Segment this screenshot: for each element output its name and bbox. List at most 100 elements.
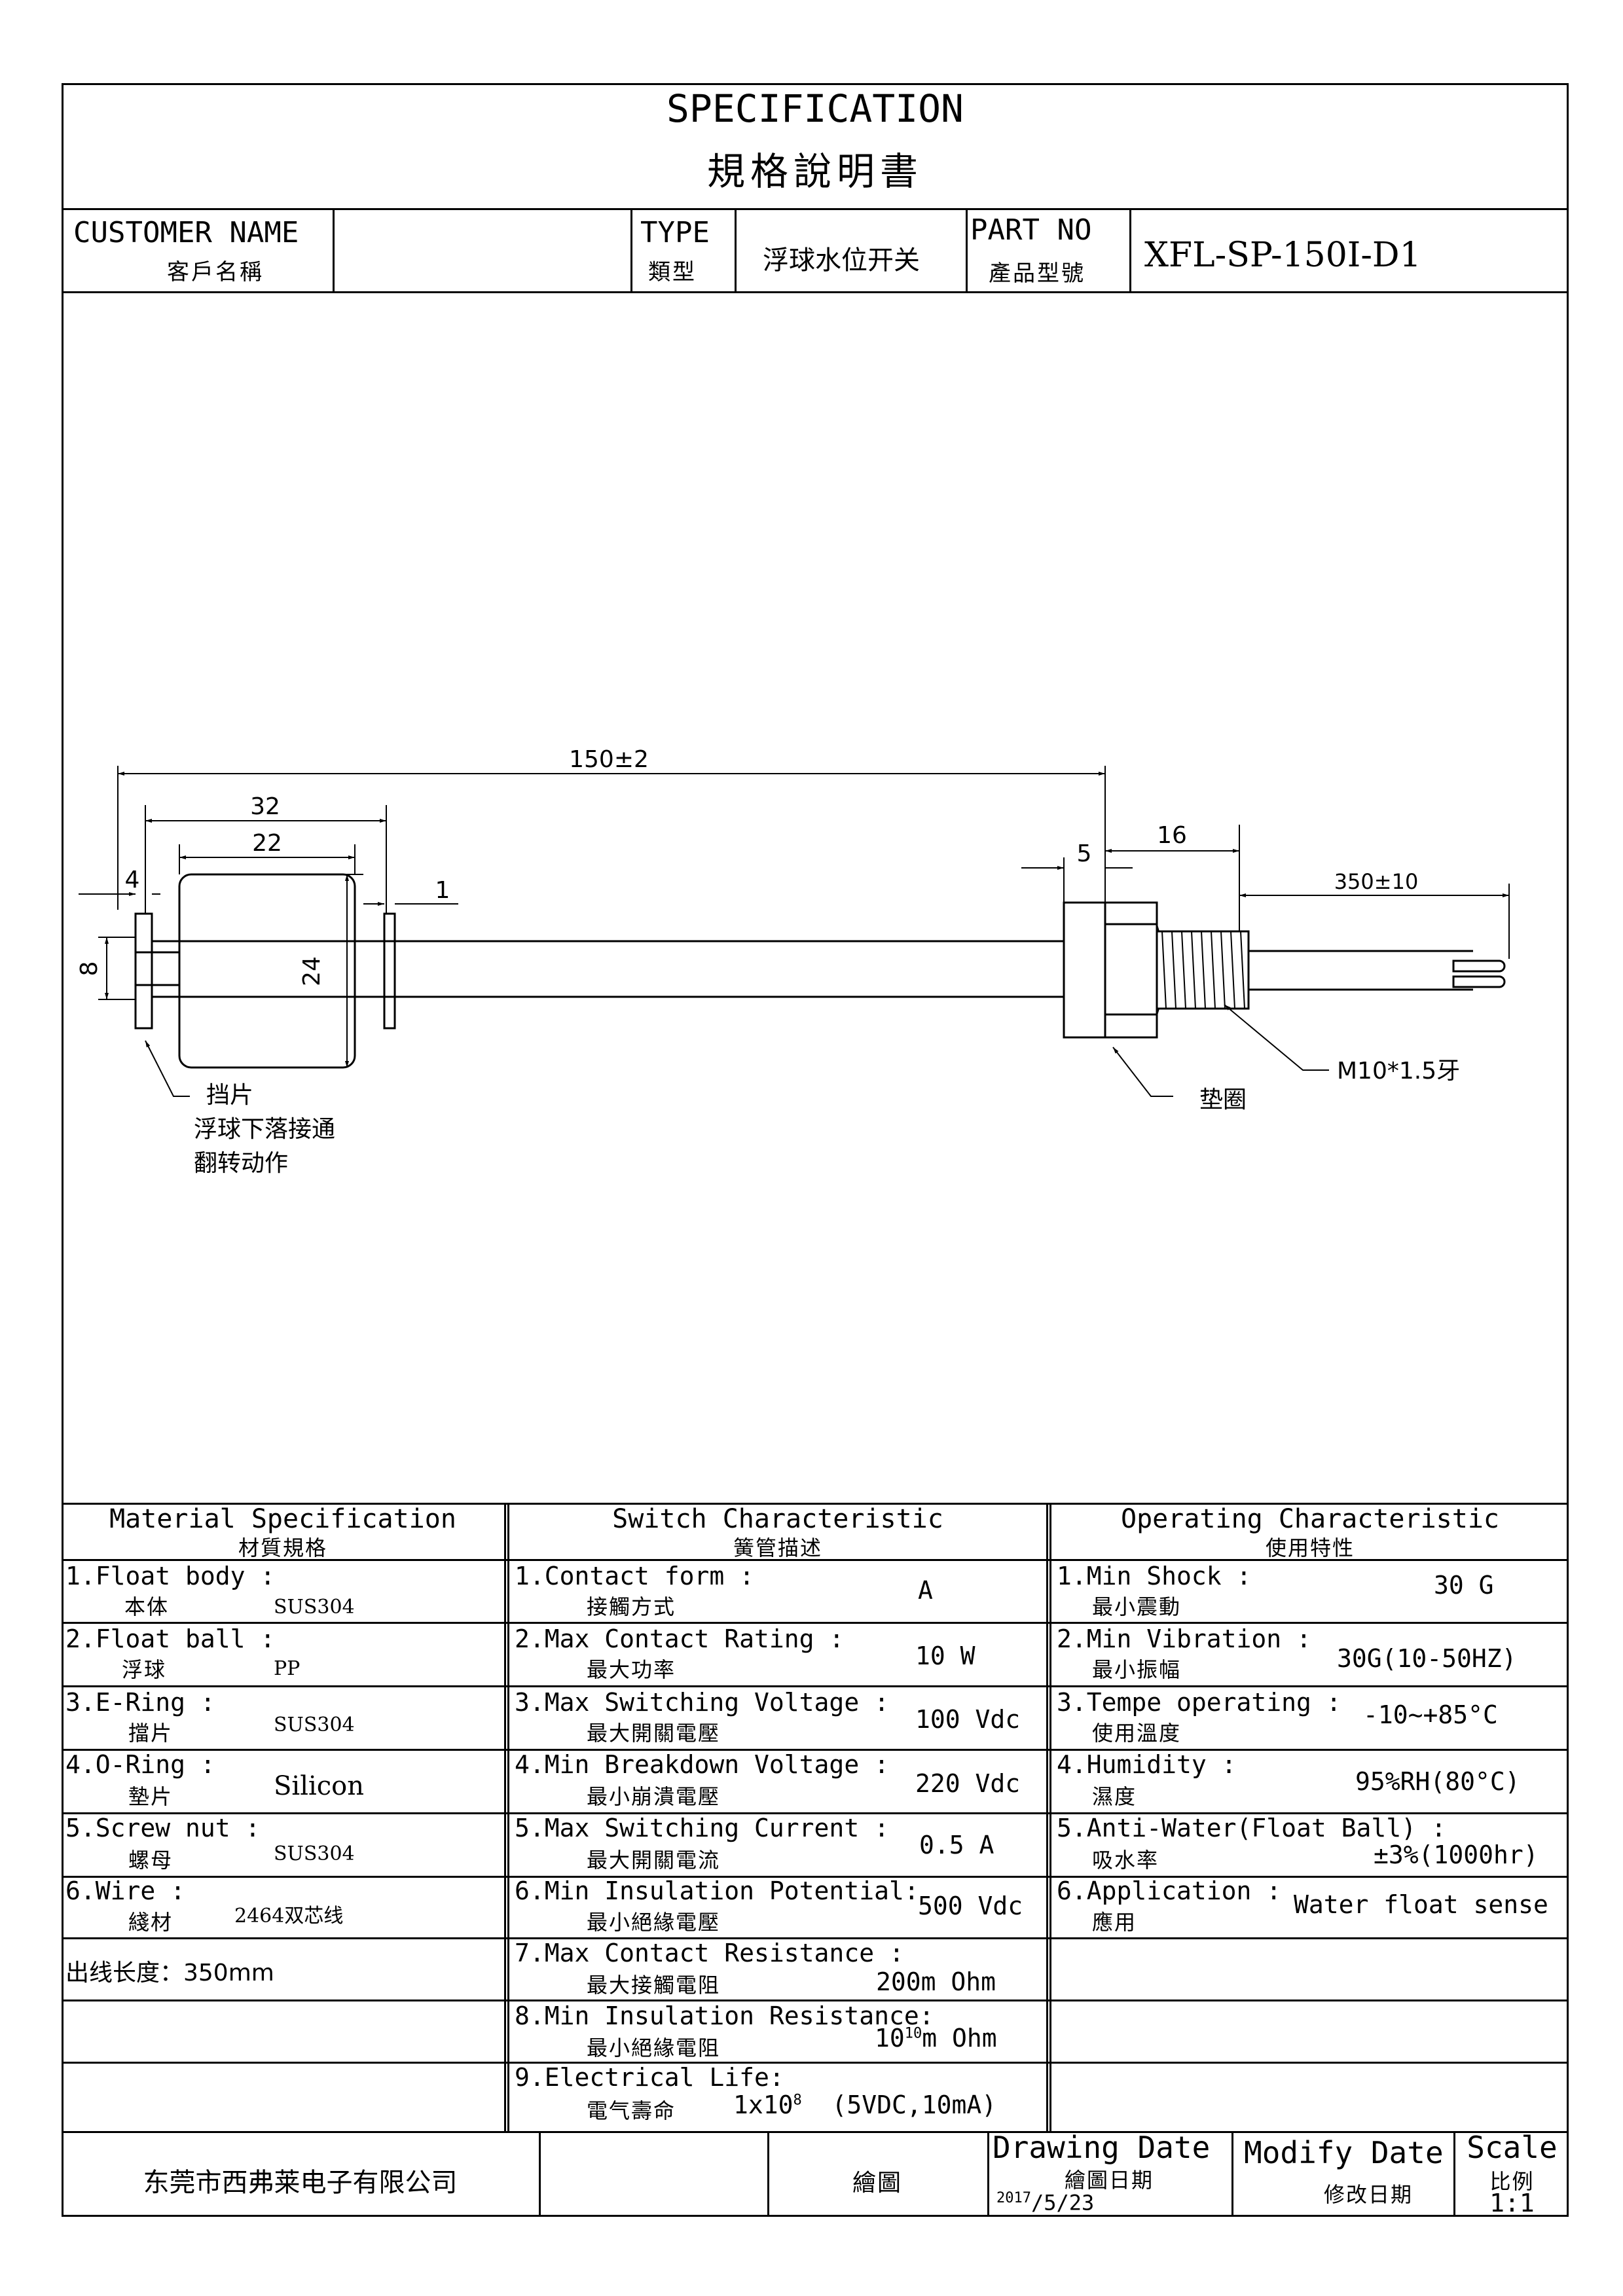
operating-row-value: -10~+85°C bbox=[1363, 1700, 1498, 1729]
dim-1-label: 1 bbox=[435, 877, 450, 904]
header-divider bbox=[1129, 208, 1131, 291]
material-row-value: SUS304 bbox=[274, 1842, 355, 1865]
header-divider bbox=[333, 208, 335, 291]
operating-row-label: 5.Anti-Water(Float Ball) : bbox=[1057, 1814, 1446, 1842]
spec-table-top bbox=[62, 1503, 1569, 1505]
scale-value: 1:1 bbox=[1489, 2189, 1535, 2217]
switch-row-label-zh: 最大接觸電阻 bbox=[587, 1973, 721, 1998]
e-ring-note-1: 浮球下落接通 bbox=[194, 1116, 335, 1143]
title-en: SPECIFICATION bbox=[666, 86, 964, 131]
material-row-label: 3.E-Ring : bbox=[65, 1688, 215, 1717]
operating-row-label-zh: 吸水率 bbox=[1092, 1848, 1159, 1873]
switch-row-label-zh: 最大開關電流 bbox=[587, 1848, 721, 1873]
thread-label: M10*1.5牙 bbox=[1337, 1058, 1460, 1085]
material-row-label-zh: 墊片 bbox=[128, 1784, 173, 1809]
switch-row-label-zh: 最小絕緣電壓 bbox=[587, 1910, 721, 1935]
dim-wire-label: 350±10 bbox=[1334, 869, 1419, 894]
operating-row-value: 30 G bbox=[1434, 1571, 1494, 1600]
switch-heading-zh: 簧管描述 bbox=[733, 1535, 822, 1560]
switch-row-value: 10 W bbox=[915, 1641, 976, 1670]
scale-label: Scale bbox=[1467, 2130, 1558, 2165]
switch-row-label-zh: 電气壽命 bbox=[587, 2098, 676, 2123]
operating-row-label-zh: 應用 bbox=[1092, 1910, 1137, 1935]
operating-row-value: 30G(10-50HZ) bbox=[1337, 1644, 1517, 1673]
dim-4-label: 4 bbox=[125, 867, 140, 893]
type-label: TYPE bbox=[640, 216, 710, 249]
switch-heading: Switch Characteristic bbox=[612, 1504, 943, 1534]
switch-row-label: 2.Max Contact Rating : bbox=[515, 1624, 845, 1653]
material-row-label: 5.Screw nut : bbox=[65, 1814, 261, 1842]
wire-length: 出线长度：350mm bbox=[65, 1960, 274, 1986]
header-divider bbox=[966, 208, 968, 291]
switch-row-label: 3.Max Switching Voltage : bbox=[515, 1688, 889, 1717]
dim-32-label: 32 bbox=[250, 793, 280, 820]
material-row-label: 2.Float ball : bbox=[65, 1624, 276, 1653]
operating-heading-zh: 使用特性 bbox=[1265, 1535, 1355, 1560]
modify-date-label: Modify Date bbox=[1244, 2135, 1444, 2170]
operating-row-label: 3.Tempe operating : bbox=[1057, 1688, 1341, 1717]
dim-5-label: 5 bbox=[1077, 840, 1092, 867]
part-no-label: PART NO bbox=[970, 213, 1092, 247]
switch-row-label: 4.Min Breakdown Voltage : bbox=[515, 1750, 889, 1779]
spec-column-divider bbox=[504, 1503, 509, 2131]
gasket bbox=[1063, 901, 1106, 1039]
spec-column-divider bbox=[1046, 1503, 1051, 2131]
type-label-zh: 類型 bbox=[648, 259, 697, 285]
operating-row-label-zh: 最小震動 bbox=[1092, 1594, 1182, 1619]
switch-row-label-zh: 接觸方式 bbox=[587, 1594, 676, 1619]
dim-22-label: 22 bbox=[252, 830, 282, 857]
gasket-label: 垫圈 bbox=[1199, 1086, 1247, 1113]
title-divider bbox=[62, 208, 1569, 210]
wire-lead-1 bbox=[1452, 960, 1506, 973]
header-divider bbox=[735, 208, 737, 291]
material-row-label-zh: 浮球 bbox=[122, 1657, 167, 1682]
e-ring-label: 挡片 bbox=[206, 1082, 253, 1109]
material-row-label-zh: 擋片 bbox=[128, 1721, 173, 1746]
operating-row-value: 95%RH(80°C) bbox=[1355, 1767, 1520, 1796]
operating-row-value: Water float sense bbox=[1294, 1890, 1548, 1919]
drawing-date-label: Drawing Date bbox=[993, 2130, 1211, 2165]
switch-row-value: A bbox=[918, 1576, 933, 1605]
material-row-value: 2464双芯线 bbox=[234, 1905, 344, 1928]
thread bbox=[1156, 930, 1250, 1010]
part-no-label-zh: 產品型號 bbox=[989, 260, 1085, 287]
dim-24-label: 24 bbox=[299, 956, 325, 986]
switch-row-value: 1010m Ohm bbox=[875, 2024, 997, 2053]
operating-row-label-zh: 最小振幅 bbox=[1092, 1657, 1182, 1682]
switch-row-value: 100 Vdc bbox=[915, 1705, 1021, 1734]
float-ball bbox=[178, 873, 356, 1069]
material-row-value: PP bbox=[274, 1657, 301, 1680]
switch-row-value: 1x108 (5VDC,10mA) bbox=[733, 2090, 997, 2119]
e-ring-note-2: 翻转动作 bbox=[194, 1150, 288, 1177]
operating-row-label-zh: 濕度 bbox=[1092, 1784, 1137, 1809]
operating-row-label: 4.Humidity : bbox=[1057, 1750, 1237, 1779]
type-value: 浮球水位开关 bbox=[763, 245, 920, 276]
material-row-label: 1.Float body : bbox=[65, 1562, 276, 1590]
header-bottom-line bbox=[62, 291, 1569, 293]
gasket-leader bbox=[1112, 1047, 1173, 1097]
dim-8-label: 8 bbox=[76, 961, 103, 977]
operating-row-value: ±3%(1000hr) bbox=[1374, 1840, 1539, 1869]
customer-name-label: CUSTOMER NAME bbox=[73, 216, 299, 249]
operating-row-label-zh: 使用溫度 bbox=[1092, 1721, 1182, 1746]
switch-row-label-zh: 最小崩潰電壓 bbox=[587, 1784, 721, 1809]
material-row-label-zh: 螺母 bbox=[128, 1848, 173, 1873]
switch-row-label: 5.Max Switching Current : bbox=[515, 1814, 889, 1842]
e-ring-left bbox=[134, 912, 153, 1030]
footer-top-line bbox=[62, 2131, 1569, 2133]
switch-row-value: 500 Vdc bbox=[918, 1892, 1023, 1920]
switch-row-label: 7.Max Contact Resistance : bbox=[515, 1939, 904, 1967]
switch-row-label: 8.Min Insulation Resistance: bbox=[515, 2001, 934, 2030]
switch-row-label: 9.Electrical Life: bbox=[515, 2063, 784, 2092]
drawing-date-label-zh: 繪圖日期 bbox=[1065, 2168, 1154, 2193]
material-row-label: 6.Wire : bbox=[65, 1876, 186, 1905]
customer-name-label-zh: 客戶名稱 bbox=[167, 259, 264, 285]
material-row-label-zh: 綫材 bbox=[128, 1910, 173, 1935]
part-no-value: XFL-SP-150I-D1 bbox=[1144, 236, 1421, 275]
drawing-date-value: 2017/5/23 bbox=[996, 2190, 1095, 2215]
operating-heading: Operating Characteristic bbox=[1121, 1504, 1499, 1534]
material-row-label: 4.O-Ring : bbox=[65, 1750, 215, 1779]
e-ring-right bbox=[383, 912, 396, 1030]
spec-heading-bottom bbox=[62, 1559, 1569, 1561]
operating-row-label: 2.Min Vibration : bbox=[1057, 1624, 1311, 1653]
